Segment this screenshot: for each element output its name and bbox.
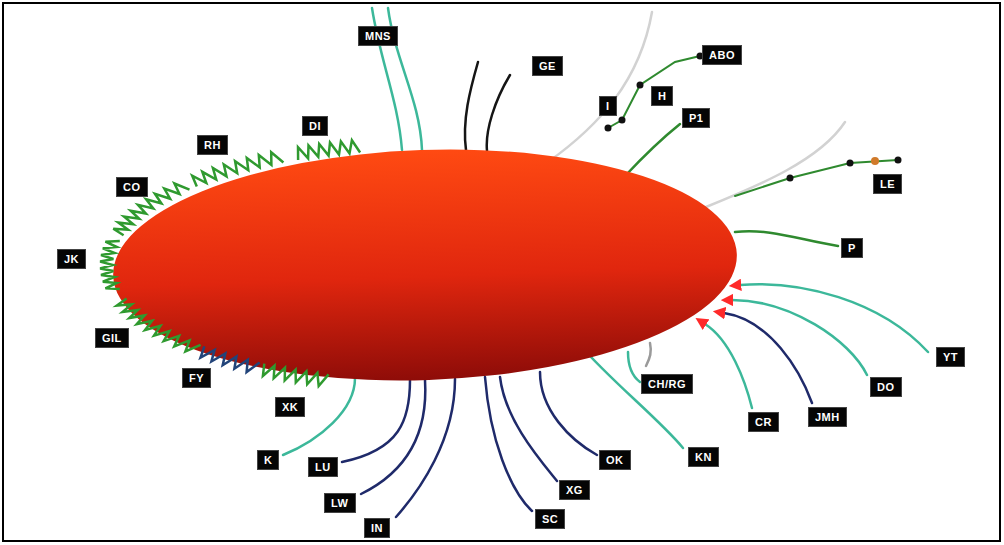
label-text: I xyxy=(606,100,610,112)
label-text: RH xyxy=(204,139,221,151)
p-strand xyxy=(735,231,838,246)
label-text: YT xyxy=(943,351,958,363)
blood-group-label: DI xyxy=(302,116,328,136)
label-text: LE xyxy=(880,178,895,190)
blood-group-label: JK xyxy=(57,249,86,269)
label-text: JMH xyxy=(815,411,840,423)
zigzag-proteins xyxy=(100,140,360,386)
blood-group-label: P1 xyxy=(682,108,710,128)
blood-group-label: LE xyxy=(873,174,902,194)
blood-group-label: YT xyxy=(936,347,965,367)
glycan-stalk xyxy=(548,12,652,162)
chain-dot xyxy=(605,125,612,132)
blood-group-label: RH xyxy=(197,135,228,155)
frame xyxy=(3,3,1000,541)
ge-strand xyxy=(465,62,478,150)
p1-strand xyxy=(625,124,680,176)
chain-dot xyxy=(787,175,794,182)
zigzag-protein xyxy=(100,241,120,289)
label-text: CH/RG xyxy=(648,378,686,390)
zigzag-protein xyxy=(298,140,360,160)
blood-group-label: ABO xyxy=(702,45,742,65)
ge-strand xyxy=(487,75,510,151)
jmh-strand xyxy=(724,313,812,403)
label-text: CR xyxy=(755,416,772,428)
xg-strand xyxy=(500,377,557,481)
blood-group-label: CH/RG xyxy=(641,374,693,394)
blood-group-label: CR xyxy=(748,412,779,432)
label-text: MNS xyxy=(365,30,391,42)
kn-strand xyxy=(580,345,683,448)
blood-group-label: JMH xyxy=(808,407,847,427)
label-text: FY xyxy=(189,372,204,384)
chain-dot xyxy=(871,157,879,165)
label-text: JK xyxy=(64,253,79,265)
blood-group-label: FY xyxy=(182,368,211,388)
blood-group-label: P xyxy=(841,238,863,258)
label-text: H xyxy=(658,90,666,102)
blood-group-label: LW xyxy=(324,493,356,513)
zigzag-protein xyxy=(263,364,329,386)
blood-group-label: K xyxy=(257,450,279,470)
zigzag-protein xyxy=(117,299,201,352)
ok-strand xyxy=(540,372,597,455)
blood-group-label: XK xyxy=(275,397,305,417)
label-text: IN xyxy=(371,522,383,534)
blood-group-label: DO xyxy=(870,377,902,397)
chain-dot xyxy=(637,82,644,89)
blood-group-label: XG xyxy=(559,480,590,500)
label-text: XK xyxy=(282,401,298,413)
blood-group-label: CO xyxy=(116,177,148,197)
chrg-strand xyxy=(628,352,640,382)
chain-dots xyxy=(605,53,902,182)
blood-group-label: GE xyxy=(532,56,563,76)
label-text: P xyxy=(848,242,856,254)
chain-dot xyxy=(847,160,854,167)
blood-group-label: I xyxy=(599,96,617,116)
label-text: GE xyxy=(539,60,556,72)
label-text: XG xyxy=(566,484,583,496)
label-text: K xyxy=(264,454,272,466)
blood-group-label: GIL xyxy=(95,328,129,348)
red-cell xyxy=(109,139,741,391)
chrg-strand xyxy=(646,343,651,366)
blood-group-label: KN xyxy=(688,447,719,467)
label-text: OK xyxy=(606,454,624,466)
label-text: GIL xyxy=(102,332,122,344)
cr-strand xyxy=(705,324,752,408)
label-text: ABO xyxy=(709,49,735,61)
sc-strand xyxy=(485,377,532,511)
label-text: CO xyxy=(123,181,141,193)
blood-group-label: OK xyxy=(599,450,631,470)
do-strand xyxy=(732,300,867,375)
label-text: P1 xyxy=(689,112,703,124)
label-text: LW xyxy=(331,497,349,509)
zigzag-protein xyxy=(192,152,283,186)
label-text: SC xyxy=(542,513,558,525)
chain-dot xyxy=(619,117,626,124)
blood-group-label: MNS xyxy=(358,26,398,46)
yt-strand xyxy=(740,284,928,352)
label-text: KN xyxy=(695,451,712,463)
blood-group-label: H xyxy=(651,86,673,106)
label-text: DO xyxy=(877,381,895,393)
chain-dot xyxy=(895,157,902,164)
blood-group-label: IN xyxy=(364,518,390,538)
blood-group-label: SC xyxy=(535,509,565,529)
blood-group-label: LU xyxy=(308,457,338,477)
glycan-stalk xyxy=(706,122,845,207)
label-text: DI xyxy=(309,120,321,132)
label-text: LU xyxy=(315,461,331,473)
